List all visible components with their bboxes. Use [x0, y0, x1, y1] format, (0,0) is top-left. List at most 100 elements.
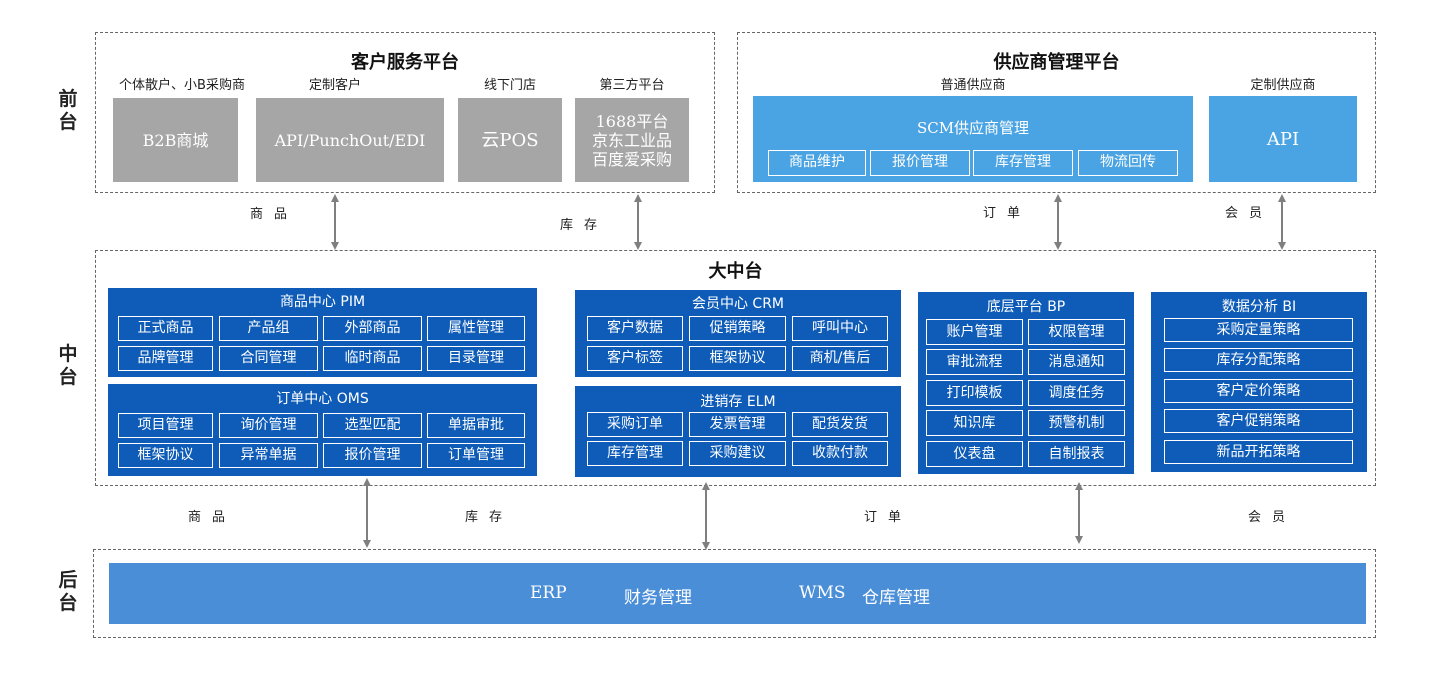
- bi-item[interactable]: 采购定量策略: [1164, 318, 1353, 342]
- layer-label-middle: 中台: [58, 343, 78, 388]
- crm-item[interactable]: 框架协议: [689, 346, 786, 371]
- bp-item[interactable]: 调度任务: [1028, 380, 1125, 406]
- crm-item[interactable]: 促销策略: [689, 316, 786, 341]
- bi-panel: 数据分析 BI: [1151, 292, 1367, 472]
- bp-item[interactable]: 预警机制: [1028, 410, 1125, 436]
- pim-item[interactable]: 品牌管理: [118, 346, 213, 371]
- oms-item[interactable]: 单据审批: [427, 413, 525, 438]
- wms-label[interactable]: WMS: [799, 583, 846, 603]
- bp-item[interactable]: 权限管理: [1028, 319, 1125, 345]
- crm-item[interactable]: 客户标签: [587, 346, 683, 371]
- layer-label-front: 前台: [58, 88, 78, 133]
- bi-item[interactable]: 库存分配策略: [1164, 348, 1353, 372]
- oms-item[interactable]: 项目管理: [118, 413, 213, 438]
- bi-item[interactable]: 新品开拓策略: [1164, 440, 1353, 464]
- crm-panel: 会员中心 CRM: [575, 290, 901, 377]
- pim-item[interactable]: 属性管理: [427, 316, 525, 341]
- elm-item[interactable]: 发票管理: [689, 412, 786, 437]
- oms-item[interactable]: 框架协议: [118, 443, 213, 468]
- bi-item[interactable]: 客户促销策略: [1164, 409, 1353, 433]
- warehouse-label[interactable]: 仓库管理: [862, 588, 930, 608]
- bp-panel: 底层平台 BP: [918, 292, 1134, 474]
- elm-title: 进销存 ELM: [700, 394, 776, 410]
- oms-title: 订单中心 OMS: [276, 391, 369, 407]
- middle-platform-title: 大中台: [708, 261, 763, 282]
- bp-item[interactable]: 审批流程: [926, 349, 1023, 375]
- pim-panel: 商品中心 PIM: [108, 288, 537, 377]
- customer-platform-frame: [95, 32, 715, 193]
- supplier-api-box[interactable]: API: [1209, 96, 1357, 182]
- pim-item[interactable]: 正式商品: [118, 316, 213, 341]
- crm-title: 会员中心 CRM: [691, 296, 785, 312]
- bp-item[interactable]: 知识库: [926, 410, 1023, 436]
- oms-panel: 订单中心 OMS: [108, 384, 537, 476]
- oms-item[interactable]: 报价管理: [323, 443, 422, 468]
- scm-item-inventory[interactable]: 库存管理: [973, 150, 1073, 176]
- pim-item[interactable]: 临时商品: [323, 346, 422, 371]
- crm-item[interactable]: 客户数据: [587, 316, 683, 341]
- scm-item-quote[interactable]: 报价管理: [870, 150, 970, 176]
- crm-item[interactable]: 呼叫中心: [792, 316, 888, 341]
- scm-item-product[interactable]: 商品维护: [768, 150, 866, 176]
- oms-item[interactable]: 异常单据: [219, 443, 318, 468]
- supplier-platform-title: 供应商管理平台: [993, 52, 1120, 73]
- bi-title: 数据分析 BI: [1221, 299, 1297, 315]
- flow-top-product: 商品: [250, 207, 299, 222]
- flow-top-order: 订单: [983, 206, 1032, 221]
- bp-item[interactable]: 打印模板: [926, 380, 1023, 406]
- bp-title: 底层平台 BP: [986, 299, 1066, 315]
- custom-supplier-label: 定制供应商: [1250, 78, 1316, 93]
- bp-item[interactable]: 消息通知: [1028, 349, 1125, 375]
- oms-item[interactable]: 订单管理: [427, 443, 525, 468]
- third-party-line-jd: 京东工业品: [591, 130, 672, 150]
- finance-label[interactable]: 财务管理: [624, 588, 692, 608]
- flow-top-member: 会员: [1225, 206, 1274, 221]
- pim-item[interactable]: 产品组: [219, 316, 318, 341]
- api-punchout-box[interactable]: API/PunchOut/EDI: [256, 98, 444, 182]
- supplier-platform-frame: [737, 32, 1376, 193]
- b2b-mall-label: B2B商城: [142, 130, 209, 150]
- middle-platform-frame: [95, 250, 1376, 486]
- bp-item[interactable]: 仪表盘: [926, 441, 1023, 467]
- oms-item[interactable]: 询价管理: [219, 413, 318, 438]
- segment-label-retail: 个体散户、小B采购商: [119, 78, 245, 93]
- third-party-line-1688: 1688平台: [595, 111, 669, 131]
- cloud-pos-label: 云POS: [481, 129, 539, 151]
- pim-item[interactable]: 合同管理: [219, 346, 318, 371]
- bi-item[interactable]: 客户定价策略: [1164, 379, 1353, 403]
- back-platform-bar: [109, 563, 1366, 624]
- segment-label-third-party: 第三方平台: [599, 78, 665, 93]
- layer-label-back: 后台: [58, 569, 78, 614]
- back-platform-frame: [93, 549, 1376, 638]
- customer-platform-title: 客户服务平台: [351, 52, 459, 73]
- third-party-line-baidu: 百度爱采购: [591, 149, 672, 169]
- elm-panel: 进销存 ELM: [575, 386, 901, 477]
- cloud-pos-box[interactable]: 云POS: [458, 98, 562, 182]
- elm-item[interactable]: 配货发货: [792, 412, 888, 437]
- flow-bottom-member: 会员: [1248, 510, 1297, 525]
- b2b-mall-box[interactable]: B2B商城: [113, 98, 238, 182]
- flow-bottom-inventory: 库存: [465, 510, 514, 525]
- oms-item[interactable]: 选型匹配: [323, 413, 422, 438]
- flow-bottom-order: 订单: [864, 510, 913, 525]
- supplier-api-label: API: [1266, 128, 1300, 150]
- pim-item[interactable]: 目录管理: [427, 346, 525, 371]
- segment-label-offline: 线下门店: [483, 78, 536, 93]
- api-punchout-label: API/PunchOut/EDI: [274, 130, 426, 150]
- elm-item[interactable]: 库存管理: [587, 441, 683, 466]
- elm-item[interactable]: 采购订单: [587, 412, 683, 437]
- pim-title: 商品中心 PIM: [279, 294, 366, 310]
- flow-bottom-product: 商品: [188, 510, 237, 525]
- erp-label[interactable]: ERP: [530, 583, 567, 603]
- bp-item[interactable]: 自制报表: [1028, 441, 1125, 467]
- crm-item[interactable]: 商机/售后: [792, 346, 888, 371]
- scm-title: SCM供应商管理: [916, 119, 1030, 137]
- third-party-box[interactable]: 1688平台 京东工业品 百度爱采购: [575, 98, 689, 182]
- scm-item-logistics[interactable]: 物流回传: [1078, 150, 1178, 176]
- pim-item[interactable]: 外部商品: [323, 316, 422, 341]
- elm-item[interactable]: 采购建议: [689, 441, 786, 466]
- bp-item[interactable]: 账户管理: [926, 319, 1023, 345]
- normal-supplier-label: 普通供应商: [940, 78, 1006, 93]
- elm-item[interactable]: 收款付款: [792, 441, 888, 466]
